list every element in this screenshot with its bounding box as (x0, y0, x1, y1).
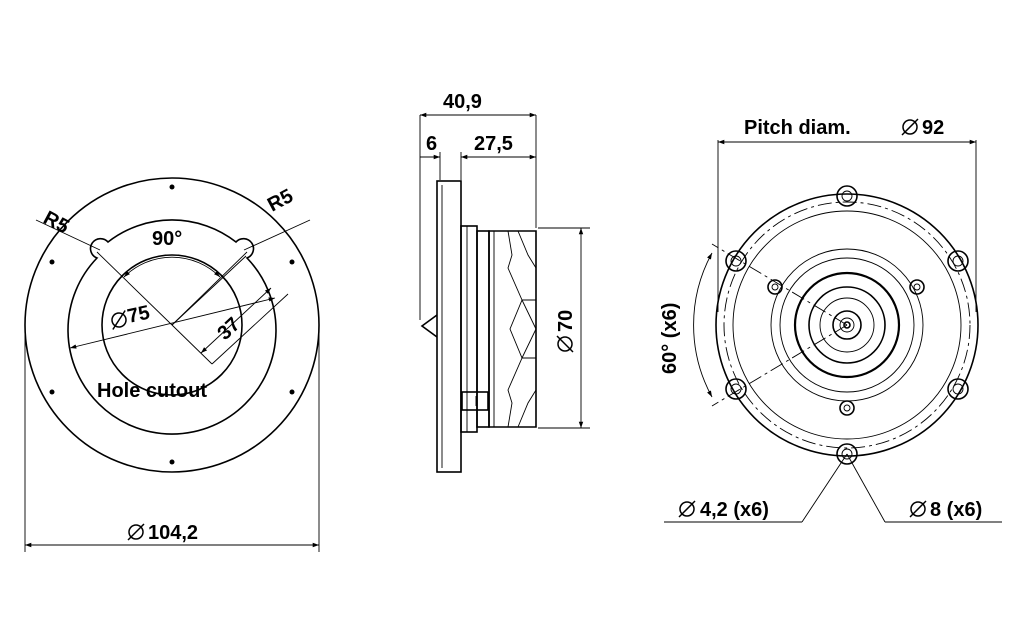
r5-left-label: R5 (40, 207, 73, 238)
flange-thickness-label: 6 (426, 133, 437, 155)
small-hole-label: 4,2 (x6) (700, 499, 769, 521)
flange-body (436, 180, 462, 473)
diameter-symbol-70 (556, 335, 574, 353)
outer-flange-circle (24, 177, 320, 473)
diameter-symbol-4-2 (678, 500, 696, 518)
angle-90-label: 90° (152, 228, 182, 250)
rear-housing (488, 230, 537, 428)
pitch-circle (723, 201, 971, 449)
side-view: 40,9 6 27,5 70 (419, 91, 590, 473)
angle-spacing-label: 60° (x6) (659, 303, 681, 374)
rear-outer-circle (715, 193, 979, 457)
cutout-diameter-label: 75 (125, 302, 151, 328)
pitch-diameter-label: 92 (922, 117, 944, 139)
body-diameter-label: 70 (555, 310, 577, 332)
diameter-symbol-92 (901, 118, 919, 136)
front-view: R5 R5 90° 75 37 Hole cutout 104,2 (24, 177, 320, 552)
large-mounting-holes (725, 185, 969, 465)
pitch-label: Pitch diam. (744, 117, 851, 139)
large-hole-label: 8 (x6) (930, 499, 982, 521)
diameter-symbol-75 (108, 309, 130, 331)
terminal-tab (461, 391, 489, 411)
rear-view: Pitch diam. 92 60° (x6) 4,2 (x6) 8 (x6) (659, 117, 1002, 523)
diameter-symbol-8 (909, 500, 927, 518)
diameter-symbol-104 (127, 523, 145, 541)
magnet-circle (793, 271, 901, 379)
body-depth-label: 27,5 (474, 133, 513, 155)
r5-right-label: R5 (264, 185, 297, 216)
hole-cutout-outline (67, 219, 277, 435)
small-mounting-holes (767, 279, 925, 416)
mounting-holes (49, 184, 295, 465)
hole-cutout-label: Hole cutout (97, 380, 207, 402)
total-depth-label: 40,9 (443, 91, 482, 113)
outer-diameter-label: 104,2 (148, 522, 198, 544)
magnet-plate (460, 225, 478, 433)
pole-piece (832, 310, 862, 340)
rear-rim-circle (732, 210, 962, 440)
